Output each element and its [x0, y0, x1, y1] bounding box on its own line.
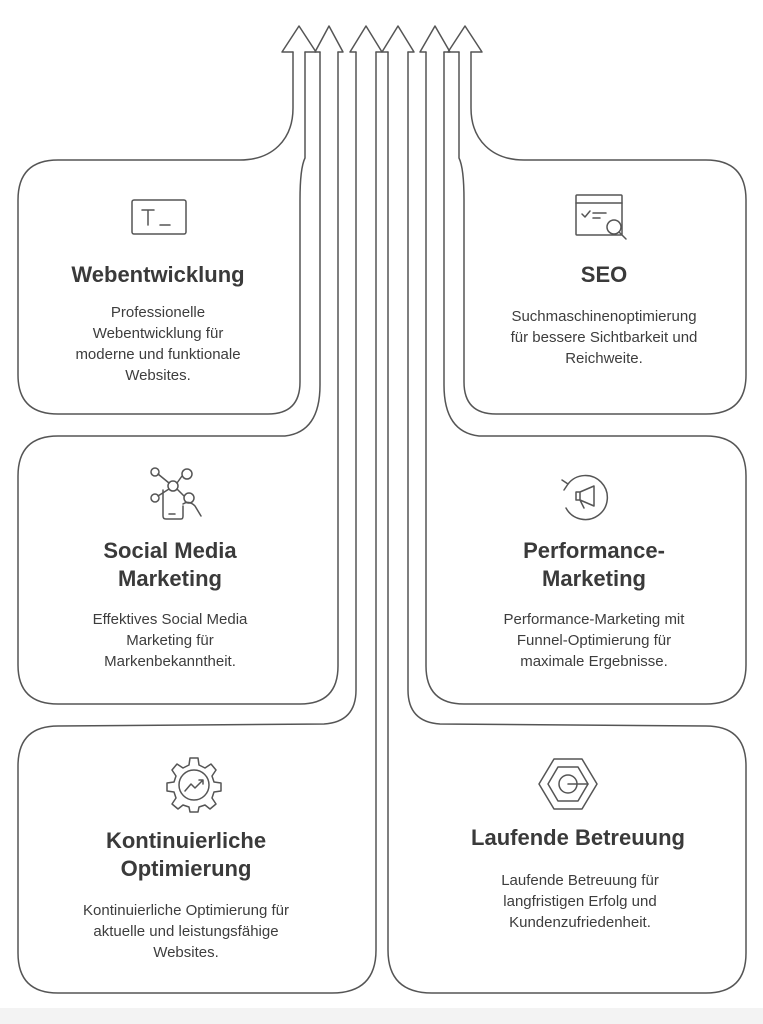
box-title-performance: Performance- Marketing [523, 538, 665, 591]
box-outline-performance [425, 51, 747, 705]
arrow-head-3 [349, 25, 383, 53]
box-title-social-media: Social Media Marketing [103, 538, 237, 591]
box-desc-webentwicklung: Professionelle Webentwicklung für modern… [75, 304, 241, 384]
box-desc-laufende-betreuung: Laufende Betreuung für langfristigen Erf… [501, 872, 659, 931]
box-title-optimierung: Kontinuierliche Optimierung [105, 828, 267, 881]
arrow-head-4 [381, 25, 415, 53]
box-outline-webentwicklung [17, 51, 306, 415]
box-outline-optimierung [17, 51, 377, 994]
arrow-head-6 [447, 25, 483, 53]
box-desc-optimierung: Kontinuierliche Optimierung für aktuelle… [83, 902, 289, 961]
box-title-laufende-betreuung: Laufende Betreuung [471, 825, 685, 850]
social-network-hand-icon [145, 464, 207, 522]
megaphone-refresh-icon [556, 468, 616, 524]
box-desc-seo: Suchmaschinenoptimierung für bessere Sic… [510, 308, 698, 367]
seo-search-icon [574, 193, 634, 243]
box-outline-laufende-betreuung [387, 51, 747, 994]
box-desc-social-media: Effektives Social Media Marketing für Ma… [92, 611, 248, 670]
arrow-head-1 [281, 25, 317, 53]
hexagon-ring-icon [536, 756, 600, 812]
arrow-head-5 [419, 25, 451, 53]
box-title-webentwicklung: Webentwicklung [71, 262, 245, 287]
box-outline-social-media [17, 51, 339, 705]
box-title-seo: SEO [580, 262, 628, 287]
box-outline-seo [458, 51, 747, 415]
bottom-strip [0, 1008, 763, 1024]
terminal-icon [130, 198, 188, 238]
box-desc-performance: Performance-Marketing mit Funnel-Optimie… [503, 611, 685, 670]
arrow-head-2 [314, 25, 344, 53]
gear-chart-icon [164, 754, 224, 814]
